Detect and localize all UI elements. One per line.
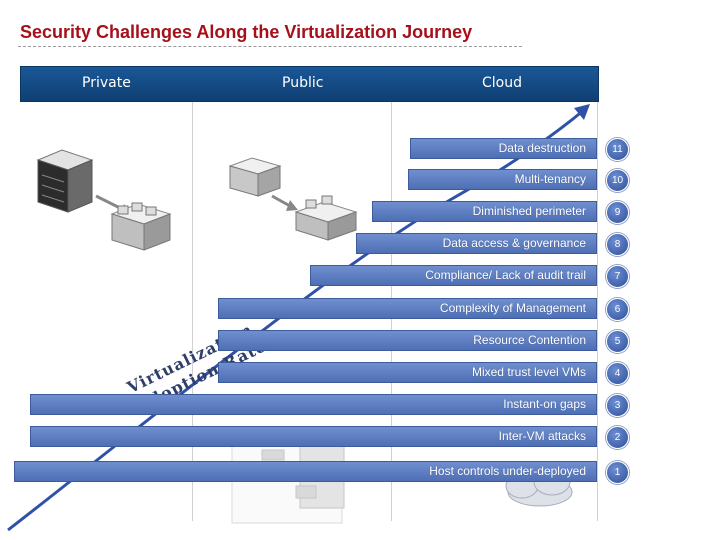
- private-panel: [20, 101, 193, 521]
- challenge-bar: [30, 426, 597, 447]
- challenge-label: Host controls under-deployed: [429, 464, 586, 478]
- challenge-bar: [372, 201, 597, 222]
- challenge-rank-badge: 2: [606, 426, 629, 449]
- challenge-label: Compliance/ Lack of audit trail: [425, 268, 586, 282]
- challenge-bar: [30, 394, 597, 415]
- challenge-label: Multi-tenancy: [514, 172, 586, 186]
- challenge-label: Mixed trust level VMs: [471, 365, 586, 379]
- cloud-panel: [392, 101, 598, 521]
- column-header-band: [20, 66, 599, 102]
- challenge-bar: [14, 461, 597, 482]
- challenge-bar: [408, 169, 597, 190]
- challenge-rank-badge: 8: [606, 233, 629, 256]
- arrow-right-icon: [271, 194, 298, 211]
- challenge-rank-badge: 10: [606, 169, 629, 192]
- server-cluster-icon: [110, 202, 172, 251]
- page-title: Security Challenges Along the Virtualiza…: [20, 22, 473, 42]
- challenge-label: Data destruction: [498, 141, 586, 155]
- challenge-bar: [218, 330, 597, 351]
- column-header-public: Public: [282, 75, 324, 91]
- public-server-icon: [228, 157, 282, 197]
- challenge-bar: [410, 138, 597, 159]
- challenge-label: Diminished perimeter: [472, 204, 586, 218]
- challenge-rank-badge: 4: [606, 362, 629, 385]
- challenge-label: Complexity of Management: [439, 301, 586, 315]
- challenge-label: Inter-VM attacks: [498, 429, 586, 443]
- column-header-private: Private: [82, 75, 131, 91]
- challenge-rank-badge: 1: [606, 461, 629, 484]
- challenge-label: Instant-on gaps: [503, 397, 586, 411]
- challenge-rank-badge: 5: [606, 330, 629, 353]
- challenge-bar: [310, 265, 597, 286]
- title-divider: [18, 46, 522, 47]
- column-header-cloud: Cloud: [482, 75, 522, 91]
- challenge-rank-badge: 9: [606, 201, 629, 224]
- challenge-rank-badge: 7: [606, 265, 629, 288]
- challenge-bar: [218, 362, 597, 383]
- challenge-rank-badge: 3: [606, 394, 629, 417]
- challenge-label: Data access & governance: [442, 236, 586, 250]
- challenge-label: Resource Contention: [473, 333, 586, 347]
- challenge-rank-badge: 6: [606, 298, 629, 321]
- challenge-bar: [356, 233, 597, 254]
- public-cluster-icon: [294, 195, 358, 241]
- server-rack-icon: [36, 149, 94, 213]
- challenge-bar: [218, 298, 597, 319]
- challenge-rank-badge: 11: [606, 138, 629, 161]
